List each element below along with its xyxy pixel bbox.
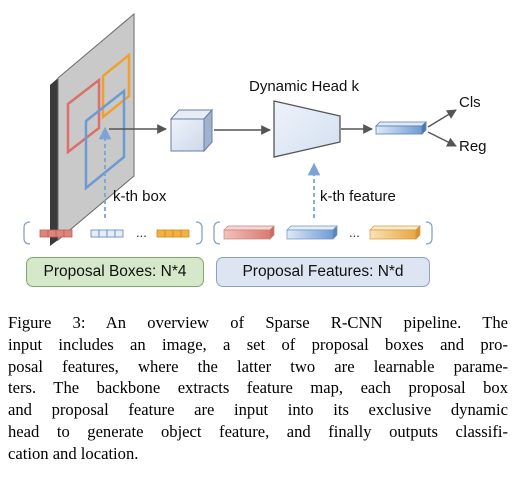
cls-label: Cls: [459, 94, 481, 111]
caption-line: input includes an image, a set of propos…: [8, 334, 508, 354]
red-feature-vector: [223, 225, 275, 240]
proposal-boxes-bracket: [23, 221, 203, 245]
features-ellipsis: ...: [349, 225, 360, 240]
proposal-boxes-label: Proposal Boxes: N*4: [26, 257, 204, 287]
blue-feature-vector: [286, 225, 338, 240]
blue-proposal-box: [84, 88, 126, 191]
caption-line: head to generate object feature, and fin…: [8, 421, 508, 441]
red-box-vector: [39, 229, 73, 238]
input-image: [50, 12, 135, 246]
caption-line: ters. The backbone extracts feature map,…: [8, 378, 508, 398]
dynamic-head-label: Dynamic Head k: [249, 78, 360, 95]
kth-feature-label: k-th feature: [320, 188, 396, 205]
sparse-rcnn-diagram: ... ...: [23, 12, 457, 246]
figure-caption: Figure 3: An overview of Sparse R-CNN pi…: [8, 312, 508, 465]
proposal-feature-vectors: [223, 225, 421, 240]
dynamic-head-shape: [273, 100, 341, 158]
proposal-features-bracket: [213, 221, 433, 245]
caption-line: cation and location.: [8, 443, 139, 463]
boxes-ellipsis: ...: [136, 225, 147, 240]
caption-line: Figure 3: An overview of Sparse R-CNN pi…: [8, 313, 508, 332]
cls-arrow: [427, 109, 457, 128]
proposal-box-vectors: [39, 229, 190, 238]
kth-box-label: k-th box: [113, 188, 167, 205]
object-feature-vector: [375, 121, 427, 135]
feature-map-cube: [169, 108, 214, 153]
orange-feature-vector: [369, 225, 421, 240]
proposal-features-label: Proposal Features: N*d: [216, 257, 430, 287]
orange-proposal-box: [101, 52, 131, 120]
orange-box-vector: [156, 229, 190, 238]
caption-line: posal features, where the latter two are…: [8, 356, 508, 376]
blue-box-vector: [90, 229, 124, 238]
reg-label: Reg: [459, 138, 487, 155]
caption-line: and proposal feature are input into its …: [8, 400, 508, 420]
reg-arrow: [427, 131, 457, 147]
